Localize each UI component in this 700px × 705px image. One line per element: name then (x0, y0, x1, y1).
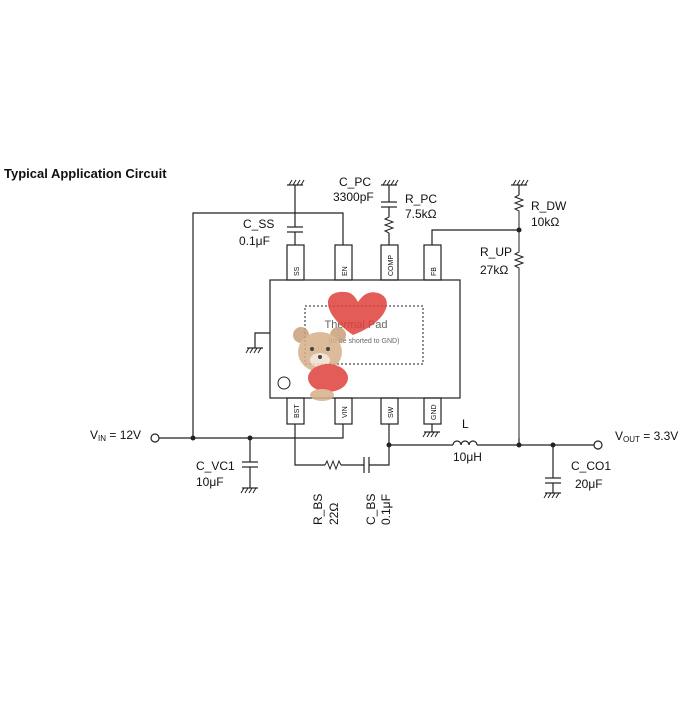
vin-terminal (150, 433, 160, 443)
page-title: Typical Application Circuit (4, 166, 167, 181)
c-co1-value: 20μF (575, 477, 603, 491)
r-pc-name: R_PC (405, 192, 437, 206)
pin-ss-label: SS (294, 266, 301, 276)
pin-fb-label: FB (431, 267, 438, 276)
vin-wire (159, 424, 344, 439)
c-bs-name: C_BS (364, 494, 378, 525)
c-ss-name: C_SS (243, 217, 274, 231)
vout-terminal (593, 440, 603, 450)
pin-en-label: EN (342, 266, 349, 276)
pin1-marker (277, 376, 291, 390)
ground-symbol (510, 179, 529, 186)
r-bs-name: R_BS (311, 494, 325, 525)
vout-label: VOUT = 3.3V (615, 429, 678, 444)
r-bs-resistor (324, 459, 342, 471)
r-pc-value: 7.5kΩ (405, 207, 437, 221)
c-pc-name: C_PC (339, 175, 371, 189)
ground-symbol (380, 179, 399, 186)
r-bs-value: 22Ω (327, 503, 341, 525)
pin-comp-label: COMP (388, 255, 395, 276)
pin-vin-label: VIN (342, 406, 349, 418)
c-vc1-name: C_VC1 (196, 459, 235, 473)
inductor-l (452, 440, 478, 446)
r-up-value: 27kΩ (480, 263, 508, 277)
r-pc-resistor (383, 216, 395, 234)
bear-sticker-watermark (293, 291, 387, 401)
r-dw-value: 10kΩ (531, 215, 559, 229)
c-pc-value: 3300pF (333, 190, 374, 204)
chip-body (269, 279, 461, 399)
thermal-pad-note: (to be shorted to GND) (329, 338, 400, 345)
ground-symbol (240, 487, 259, 494)
pin-gnd-label: GND (431, 404, 438, 420)
en-wire (192, 212, 344, 438)
c-ss-value: 0.1μF (239, 234, 270, 248)
ground-symbol (543, 492, 562, 499)
vin-label: VIN = 12V (90, 428, 141, 443)
l-name: L (462, 417, 469, 431)
vout-wire (518, 438, 594, 446)
r-up-name: R_UP (480, 245, 512, 259)
ground-symbol (422, 431, 441, 438)
c-co1-name: C_CO1 (571, 459, 611, 473)
c-bs-value: 0.1μF (379, 494, 393, 525)
r-dw-resistor (513, 194, 525, 230)
fb-wire (431, 229, 519, 245)
r-dw-name: R_DW (531, 199, 567, 213)
r-up-resistor (513, 230, 525, 438)
l-value: 10μH (453, 450, 482, 464)
ground-symbol (245, 347, 264, 354)
pin-bst-label: BST (294, 404, 301, 418)
c-vc1-value: 10μF (196, 475, 224, 489)
pin-sw-label: SW (388, 406, 395, 418)
ground-symbol (286, 179, 305, 186)
